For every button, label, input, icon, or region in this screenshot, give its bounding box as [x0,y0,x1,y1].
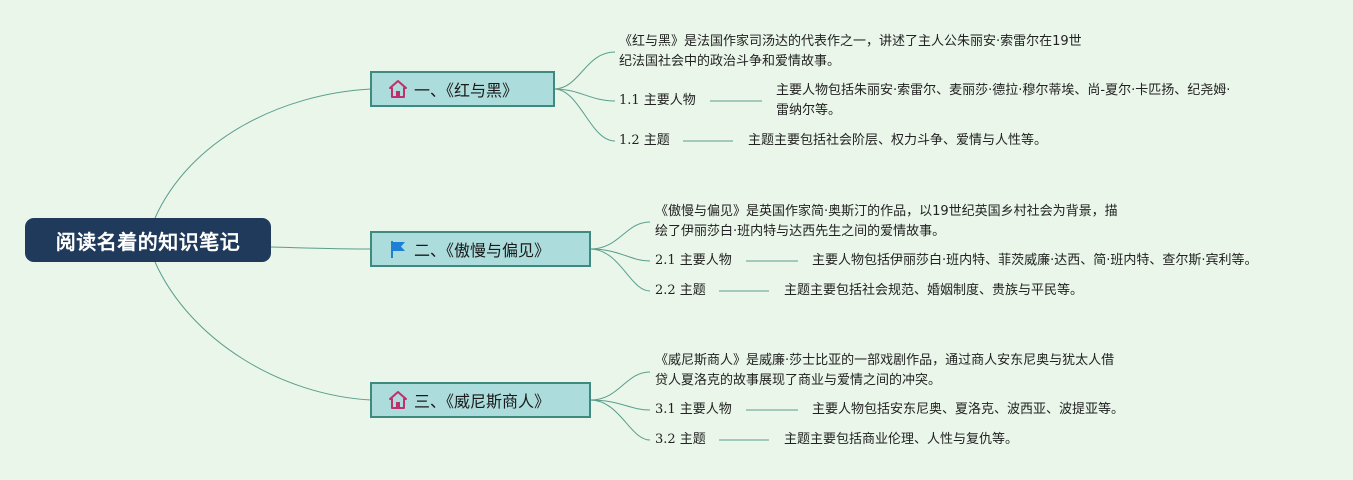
detail-line: 主要人物包括伊丽莎白·班内特、菲茨威廉·达西、简·班内特、查尔斯·宾利等。 [812,253,1258,268]
detail-line: 主题主要包括社会阶层、权力斗争、爱情与人性等。 [748,133,1048,148]
detail-line: 主要人物包括安东尼奥、夏洛克、波西亚、波提亚等。 [812,402,1125,417]
root-topic[interactable]: 阅读名着的知识笔记 [25,218,271,262]
connector-b3-summary [589,371,651,401]
connector-root-branch-3 [154,261,372,401]
summary-line: 绘了伊丽莎白·班内特与达西先生之间的爱情故事。 [655,224,946,239]
subtopic-3-2[interactable]: 3.2 主题 [655,432,706,447]
root-title: 阅读名着的知识笔记 [55,229,241,254]
subtopic-2-1[interactable]: 2.1 主要人物 [655,253,732,268]
summary-line: 《傲慢与偏见》是英国作家简·奥斯汀的作品，以19世纪英国乡村社会为背景，描 [655,204,1118,219]
branch-1-summary: 《红与黑》是法国作家司汤达的代表作之一，讲述了主人公朱丽安·索雷尔在19世 纪法… [619,32,1082,72]
flag-icon [388,239,408,259]
subtopic-3-1[interactable]: 3.1 主要人物 [655,402,732,417]
connector-b2-summary [589,221,651,250]
detail-line: 雷纳尔等。 [776,103,842,118]
connector-b2-item2 [589,248,651,292]
detail-line: 主要人物包括朱丽安·索雷尔、麦丽莎·德拉·穆尔蒂埃、尚-夏尔·卡匹扬、纪尧姆· [776,83,1231,98]
summary-line: 贷人夏洛克的故事展现了商业与爱情之间的冲突。 [655,373,942,388]
connector-b1-summary [553,51,616,90]
summary-line: 纪法国社会中的政治斗争和爱情故事。 [619,54,841,69]
branch-3-summary: 《威尼斯商人》是威廉·莎士比亚的一部戏剧作品，通过商人安东尼奥与犹太人借 贷人夏… [655,351,1114,391]
branch-title-1: 一、《红与黑》 [414,81,519,100]
connector-root-branch-2 [270,246,372,250]
subtopic-2-2[interactable]: 2.2 主题 [655,283,706,298]
branch-title-3: 三、《威尼斯商人》 [414,392,551,411]
branch-title-2: 二、《傲慢与偏见》 [414,241,551,260]
subtopic-1-2[interactable]: 1.2 主题 [619,133,670,148]
branch-topic-3[interactable]: 三、《威尼斯商人》 [370,382,591,418]
subtopic-1-1[interactable]: 1.1 主要人物 [619,93,696,108]
subtopic-3-2-detail: 主题主要包括商业伦理、人性与复仇等。 [784,430,1018,450]
branch-2-summary: 《傲慢与偏见》是英国作家简·奥斯汀的作品，以19世纪英国乡村社会为背景，描 绘了… [655,202,1118,242]
connector-b1-item1 [553,88,616,102]
subtopic-2-2-detail: 主题主要包括社会规范、婚姻制度、贵族与平民等。 [784,281,1083,301]
summary-line: 《威尼斯商人》是威廉·莎士比亚的一部戏剧作品，通过商人安东尼奥与犹太人借 [655,353,1115,368]
branch-topic-1[interactable]: 一、《红与黑》 [370,71,555,107]
connector-b2-item1 [589,248,651,262]
summary-line: 《红与黑》是法国作家司汤达的代表作之一，讲述了主人公朱丽安·索雷尔在19世 [619,34,1082,49]
connector-root-branch-1 [154,88,372,219]
subtopic-1-2-detail: 主题主要包括社会阶层、权力斗争、爱情与人性等。 [748,131,1047,151]
connector-b3-item2 [589,399,651,441]
connector-b1-item2 [553,88,616,142]
subtopic-2-1-detail: 主要人物包括伊丽莎白·班内特、菲茨威廉·达西、简·班内特、查尔斯·宾利等。 [812,251,1258,271]
subtopic-3-1-detail: 主要人物包括安东尼奥、夏洛克、波西亚、波提亚等。 [812,400,1124,420]
detail-line: 主题主要包括商业伦理、人性与复仇等。 [784,432,1019,447]
house-icon [388,79,408,99]
detail-line: 主题主要包括社会规范、婚姻制度、贵族与平民等。 [784,283,1084,298]
subtopic-1-1-detail: 主要人物包括朱丽安·索雷尔、麦丽莎·德拉·穆尔蒂埃、尚-夏尔·卡匹扬、纪尧姆· … [776,81,1230,121]
house-icon [388,390,408,410]
branch-topic-2[interactable]: 二、《傲慢与偏见》 [370,231,591,267]
connector-b3-item1 [589,399,651,411]
